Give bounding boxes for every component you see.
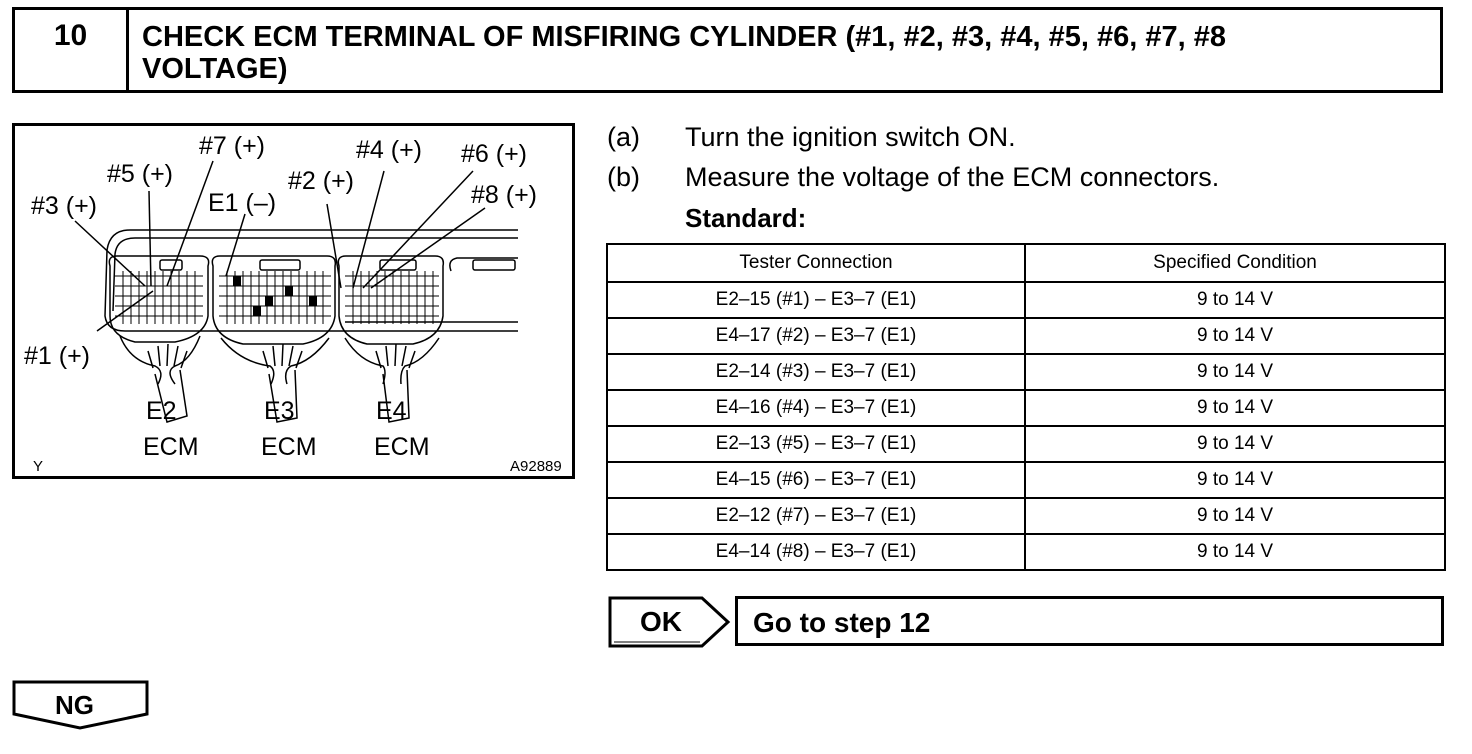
connector-e4-unit: ECM — [374, 433, 430, 461]
connector-e2-name: E2 — [146, 397, 177, 425]
connector-e4-name: E4 — [376, 397, 407, 425]
specified-condition-cell: 9 to 14 V — [1024, 281, 1446, 319]
specified-condition-cell: 9 to 14 V — [1024, 461, 1446, 499]
instruction-b-marker: (b) — [607, 162, 640, 192]
voltage-spec-table: Tester Connection Specified Condition E2… — [606, 243, 1446, 571]
tester-connection-cell: E4–14 (#8) – E3–7 (E1) — [606, 533, 1026, 571]
table-row: E4–16 (#4) – E3–7 (E1) 9 to 14 V — [606, 389, 1446, 427]
ng-arrow-box[interactable] — [12, 680, 150, 732]
tester-connection-cell: E4–17 (#2) – E3–7 (E1) — [606, 317, 1026, 355]
label-cyl5: #5 (+) — [107, 160, 174, 188]
label-cyl6: #6 (+) — [461, 140, 528, 168]
ok-arrow-box[interactable] — [608, 596, 732, 648]
ng-label: NG — [55, 690, 94, 720]
instruction-a-marker: (a) — [607, 122, 640, 152]
specified-condition-cell: 9 to 14 V — [1024, 497, 1446, 535]
step-title-line2: VOLTAGE) — [142, 53, 288, 85]
table-row: E2–15 (#1) – E3–7 (E1) 9 to 14 V — [606, 281, 1446, 319]
label-cyl1: #1 (+) — [24, 342, 91, 370]
specified-condition-cell: 9 to 14 V — [1024, 317, 1446, 355]
step-header: 10 CHECK ECM TERMINAL OF MISFIRING CYLIN… — [12, 7, 1443, 93]
instruction-b-text: Measure the voltage of the ECM connector… — [685, 162, 1220, 192]
label-cyl7: #7 (+) — [199, 132, 266, 160]
connector-drawing — [74, 160, 518, 423]
goto-step-text: Go to step 12 — [753, 607, 931, 638]
figure-id: A92889 — [510, 458, 562, 475]
label-cyl8: #8 (+) — [471, 181, 538, 209]
connector-e3-unit: ECM — [261, 433, 317, 461]
label-cyl4: #4 (+) — [356, 136, 423, 164]
step-title-line1: CHECK ECM TERMINAL OF MISFIRING CYLINDER… — [142, 21, 1227, 53]
table-row: E2–12 (#7) – E3–7 (E1) 9 to 14 V — [606, 497, 1446, 535]
table-row: E2–13 (#5) – E3–7 (E1) 9 to 14 V — [606, 425, 1446, 463]
ok-label: OK — [640, 606, 682, 637]
standard-label: Standard: — [685, 203, 807, 233]
connector-e2-unit: ECM — [143, 433, 199, 461]
tester-connection-cell: E2–13 (#5) – E3–7 (E1) — [606, 425, 1026, 463]
instruction-a-text: Turn the ignition switch ON. — [685, 122, 1016, 152]
step-title: CHECK ECM TERMINAL OF MISFIRING CYLINDER… — [129, 10, 1440, 90]
tester-connection-cell: E2–15 (#1) – E3–7 (E1) — [606, 281, 1026, 319]
table-row: E2–14 (#3) – E3–7 (E1) 9 to 14 V — [606, 353, 1446, 391]
label-e1: E1 (–) — [208, 189, 277, 217]
ecm-connector-illustration: #7 (+) #5 (+) #3 (+) E1 (–) #2 (+) #4 (+… — [12, 123, 575, 479]
label-cyl2: #2 (+) — [288, 167, 355, 195]
table-row: E4–15 (#6) – E3–7 (E1) 9 to 14 V — [606, 461, 1446, 499]
specified-condition-cell: 9 to 14 V — [1024, 533, 1446, 571]
table-row: E4–14 (#8) – E3–7 (E1) 9 to 14 V — [606, 533, 1446, 571]
table-header-row: Tester Connection Specified Condition — [606, 243, 1446, 283]
label-cyl3: #3 (+) — [31, 192, 98, 220]
goto-step-box[interactable]: Go to step 12 — [735, 596, 1444, 646]
tester-connection-cell: E4–16 (#4) – E3–7 (E1) — [606, 389, 1026, 427]
specified-condition-cell: 9 to 14 V — [1024, 389, 1446, 427]
connector-e3-name: E3 — [264, 397, 295, 425]
tester-connection-cell: E2–14 (#3) – E3–7 (E1) — [606, 353, 1026, 391]
tester-connection-cell: E2–12 (#7) – E3–7 (E1) — [606, 497, 1026, 535]
header-specified-condition: Specified Condition — [1024, 243, 1446, 283]
header-tester-connection: Tester Connection — [606, 243, 1026, 283]
specified-condition-cell: 9 to 14 V — [1024, 425, 1446, 463]
specified-condition-cell: 9 to 14 V — [1024, 353, 1446, 391]
table-row: E4–17 (#2) – E3–7 (E1) 9 to 14 V — [606, 317, 1446, 355]
tester-connection-cell: E4–15 (#6) – E3–7 (E1) — [606, 461, 1026, 499]
figure-corner-mark: Y — [33, 458, 44, 475]
step-number: 10 — [15, 10, 129, 90]
